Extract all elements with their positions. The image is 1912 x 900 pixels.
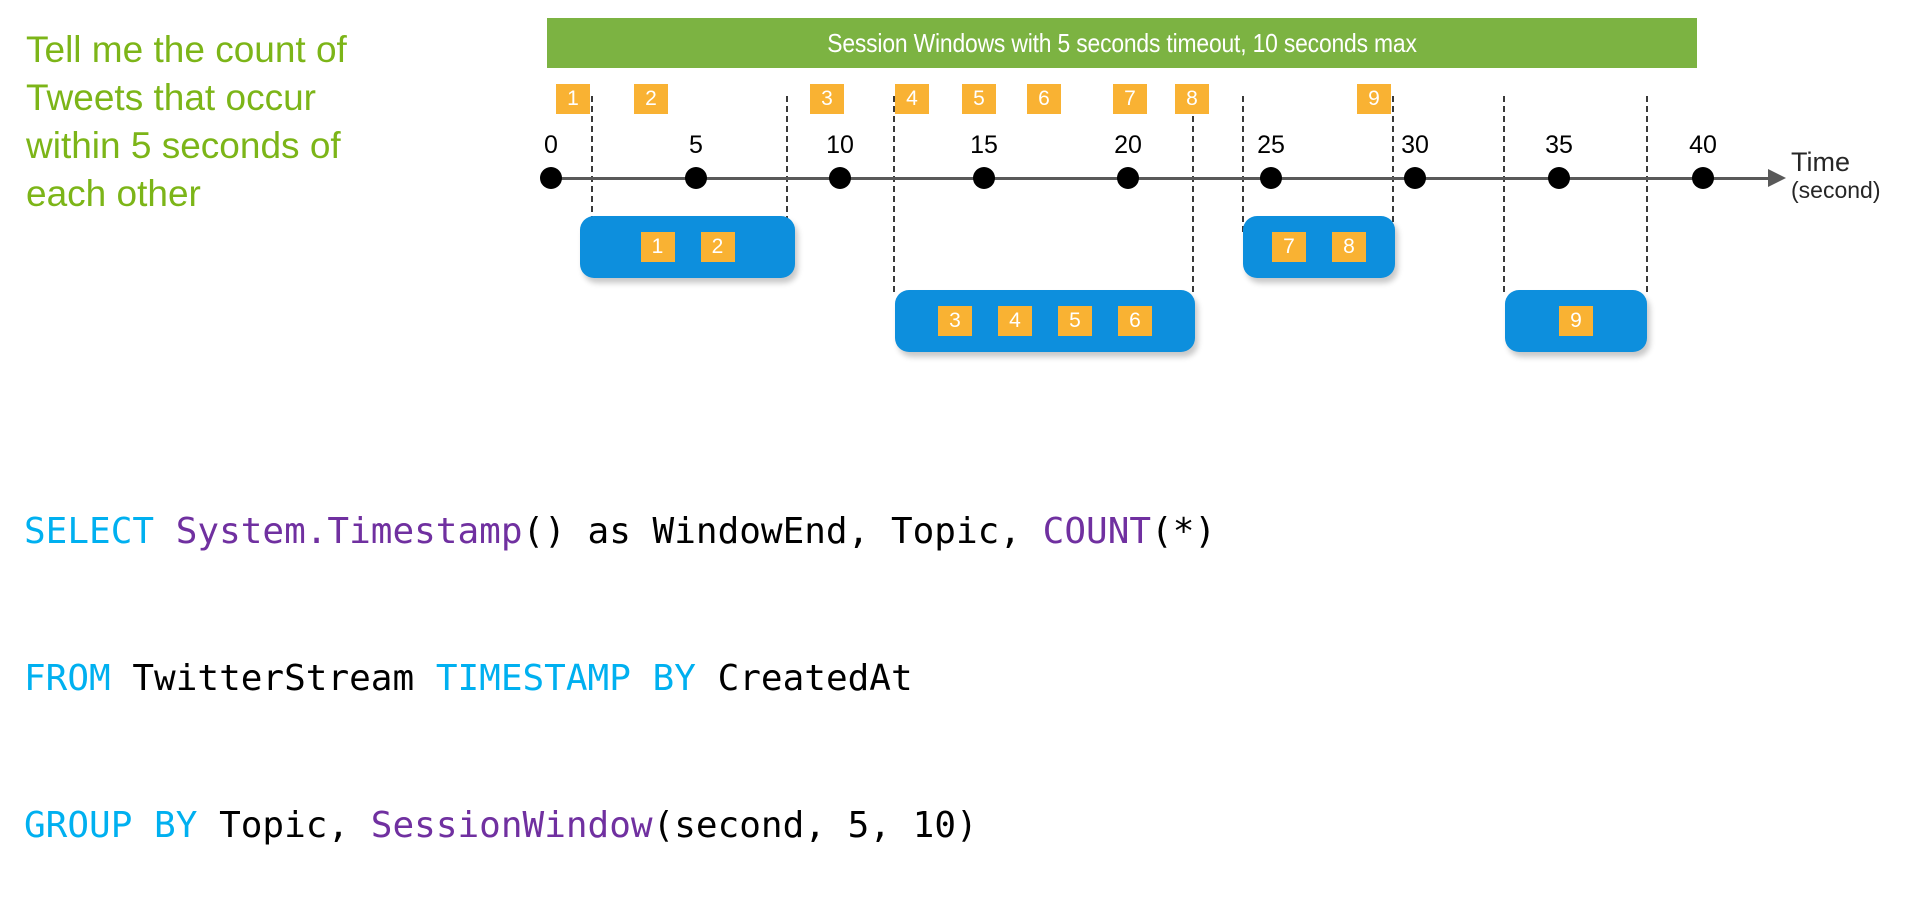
axis-point-25 (1260, 167, 1282, 189)
event-marker-7: 7 (1272, 232, 1306, 262)
session-window-4: 9 (1505, 290, 1647, 352)
time-axis-arrow (1768, 169, 1786, 187)
event-marker-6: 6 (1118, 306, 1152, 336)
axis-point-5 (685, 167, 707, 189)
event-marker-4: 4 (998, 306, 1032, 336)
event-marker-2: 2 (634, 84, 668, 114)
event-marker-9: 9 (1559, 306, 1593, 336)
guide-line-4 (1242, 96, 1244, 232)
guide-line-7 (1646, 96, 1648, 292)
axis-point-40 (1692, 167, 1714, 189)
sql-line-3: GROUP BY Topic, SessionWindow(second, 5,… (24, 802, 1884, 851)
session-window-2: 3 4 5 6 (895, 290, 1195, 352)
guide-line-3 (1192, 96, 1194, 292)
prompt-line-2: Tweets that occur (26, 77, 316, 119)
sql-token: TwitterStream (132, 657, 436, 699)
event-marker-8: 8 (1332, 232, 1366, 262)
sql-token: FROM (24, 657, 133, 699)
prompt-line-1: Tell me the count of (26, 29, 347, 70)
event-marker-3: 3 (810, 84, 844, 114)
sql-token: Topic, (219, 804, 371, 846)
axis-point-10 (829, 167, 851, 189)
session-window-3: 7 8 (1243, 216, 1395, 278)
sql-token: (*) (1151, 510, 1217, 552)
axis-point-0 (540, 167, 562, 189)
event-marker-9: 9 (1357, 84, 1391, 114)
event-marker-1: 1 (556, 84, 590, 114)
sql-token: SessionWindow (370, 804, 653, 846)
guide-line-5 (1392, 96, 1394, 232)
sql-line-1: SELECT System.Timestamp() as WindowEnd, … (24, 508, 1884, 557)
event-marker-8: 8 (1175, 84, 1209, 114)
event-marker-5: 5 (962, 84, 996, 114)
axis-tick-label: 20 (1114, 131, 1142, 159)
guide-line-2 (893, 96, 895, 292)
axis-tick-label: 35 (1545, 131, 1573, 159)
event-marker-5: 5 (1058, 306, 1092, 336)
axis-tick-label: 10 (826, 131, 854, 159)
sql-query-block: SELECT System.Timestamp() as WindowEnd, … (24, 410, 1884, 900)
banner-title: Session Windows with 5 seconds timeout, … (827, 27, 1417, 58)
axis-point-20 (1117, 167, 1139, 189)
banner: Session Windows with 5 seconds timeout, … (547, 18, 1697, 68)
axis-tick-label: 15 (970, 131, 998, 159)
axis-tick-label: 25 (1257, 131, 1285, 159)
sql-token: TIMESTAMP BY (435, 657, 718, 699)
sql-token: SELECT (24, 510, 176, 552)
sql-token: (second, 5, 10) (652, 804, 978, 846)
event-marker-6: 6 (1027, 84, 1061, 114)
session-window-1: 1 2 (580, 216, 795, 278)
event-marker-3: 3 (938, 306, 972, 336)
guide-line-0 (591, 96, 593, 232)
event-marker-2: 2 (700, 232, 735, 262)
guide-line-6 (1503, 96, 1505, 292)
event-marker-1: 1 (640, 232, 675, 262)
time-axis-line (545, 177, 1773, 180)
prompt-text: Tell me the count of Tweets that occur w… (26, 26, 426, 218)
axis-point-35 (1548, 167, 1570, 189)
axis-tick-label: 5 (689, 131, 703, 159)
prompt-line-4: each other (26, 173, 201, 215)
axis-tick-label: 40 (1689, 131, 1717, 159)
sql-token: () as WindowEnd, Topic, (522, 510, 1043, 552)
timeline-diagram: 0 5 10 15 20 25 30 35 40 Time (second) 1… (0, 0, 1912, 400)
time-axis-label-unit: (second) (1791, 176, 1881, 203)
axis-tick-label: 0 (544, 131, 558, 159)
event-marker-4: 4 (895, 84, 929, 114)
axis-tick-label: 30 (1401, 131, 1429, 159)
time-axis-label: Time (second) (1791, 147, 1881, 203)
prompt-line-3: within 5 seconds of (26, 125, 341, 167)
axis-point-15 (973, 167, 995, 189)
time-axis-label-main: Time (1791, 147, 1850, 177)
sql-token: GROUP BY (24, 804, 220, 846)
guide-line-1 (786, 96, 788, 232)
sql-line-2: FROM TwitterStream TIMESTAMP BY CreatedA… (24, 655, 1884, 704)
event-marker-7: 7 (1113, 84, 1147, 114)
axis-point-30 (1404, 167, 1426, 189)
sql-token: System.Timestamp (175, 510, 523, 552)
sql-token: CreatedAt (717, 657, 913, 699)
sql-token: COUNT (1042, 510, 1152, 552)
